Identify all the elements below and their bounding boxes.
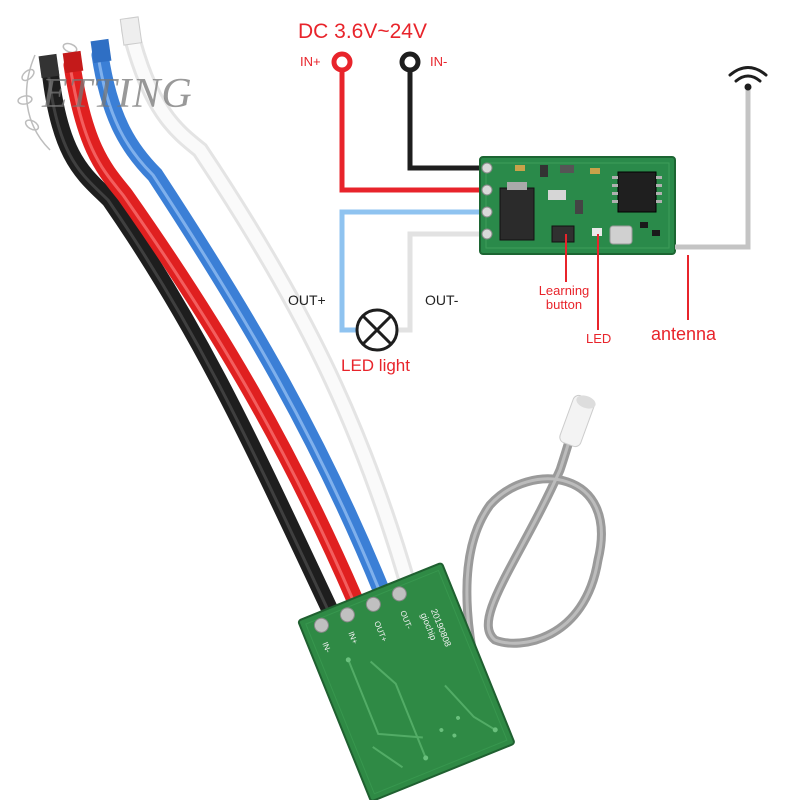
in-minus-terminal bbox=[399, 51, 421, 73]
pcb-board: IN- IN+ OUT+ OUT- 20190808 giochip bbox=[297, 562, 515, 802]
out-minus-label: OUT- bbox=[425, 292, 459, 308]
watermark-logo bbox=[17, 42, 78, 151]
led-label: LED bbox=[586, 331, 612, 346]
led-component bbox=[592, 228, 602, 236]
led-light-symbol bbox=[355, 308, 399, 352]
learning-button-label: Learning button bbox=[538, 283, 590, 312]
supply-voltage-label: DC 3.6V~24V bbox=[298, 20, 427, 43]
black-wire bbox=[41, 61, 339, 619]
wiring-schematic bbox=[331, 51, 768, 352]
module-pads bbox=[481, 162, 493, 240]
in-plus-label: IN+ bbox=[300, 54, 321, 69]
red-wire bbox=[63, 56, 364, 609]
antenna-wire bbox=[462, 394, 606, 725]
watermark-text: ETTING bbox=[42, 71, 193, 117]
blue-wire bbox=[91, 46, 391, 601]
board-pin-label: IN- bbox=[320, 641, 332, 655]
wifi-icon bbox=[728, 66, 768, 91]
board-pads bbox=[313, 586, 407, 633]
in-minus-label: IN- bbox=[430, 54, 448, 69]
wire-bundle bbox=[38, 16, 417, 619]
out-plus-label: OUT+ bbox=[288, 292, 326, 308]
antenna-label: antenna bbox=[651, 324, 717, 344]
in-plus-terminal bbox=[331, 51, 353, 73]
receiver-module bbox=[479, 156, 676, 255]
learning-button-component bbox=[551, 225, 575, 243]
led-light-label: LED light bbox=[341, 356, 410, 375]
